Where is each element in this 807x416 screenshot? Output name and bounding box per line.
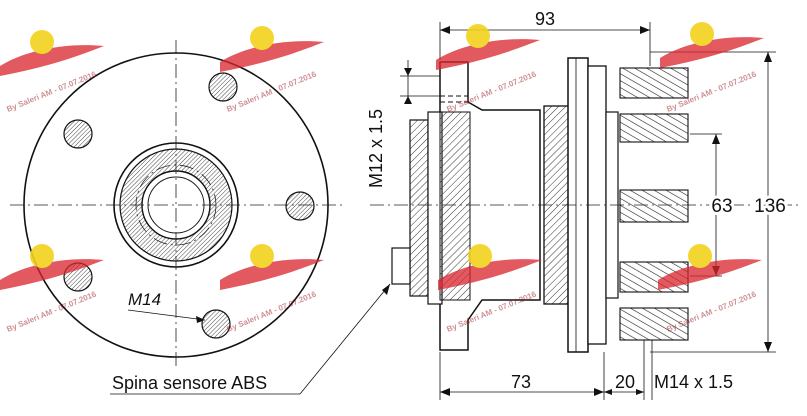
stud-length-label: 20 [615, 372, 635, 392]
watermark-text-5: By Saleri AM - 07.07.2016 [5, 289, 98, 333]
abs-leader-line [299, 283, 391, 395]
hub-length-label: 73 [511, 372, 531, 392]
dim-63-arrow-top [712, 134, 720, 144]
bolt-hole-top-right [208, 72, 238, 102]
stud-thread-side-label: M14 x 1.5 [654, 372, 733, 392]
dim-93-arrow-right [640, 26, 650, 34]
abs-leader-arrow [382, 284, 390, 295]
watermark-text-6: By Saleri AM - 07.07.2016 [225, 289, 318, 333]
dim-20-arrow-left [604, 389, 612, 395]
hub-body-hatch-left [439, 111, 471, 301]
overall-width-label: 93 [535, 9, 555, 29]
front-view: M14 [10, 40, 345, 370]
wheel-stud-middle [619, 189, 689, 223]
watermark-text-1: By Saleri AM - 07.07.2016 [5, 69, 98, 113]
watermark-logo-1 [0, 30, 104, 76]
dim-136-arrow-top [764, 52, 772, 62]
thread-top-label: M12 x 1.5 [366, 109, 386, 188]
wheel-studs [619, 67, 689, 341]
m12-arrow-top [404, 68, 412, 76]
dim-136-arrow-bottom [764, 342, 772, 352]
abs-sensor-pin [391, 247, 411, 285]
abs-ring-section [409, 119, 429, 297]
dim-20-arrow-right [636, 389, 644, 395]
abs-sensor-label: Spina sensore ABS [112, 373, 267, 393]
wheel-stud-upper [619, 113, 689, 143]
outer-dia-label: 136 [754, 196, 786, 217]
watermark-logo-6 [220, 244, 324, 290]
watermark-logo-8 [658, 244, 762, 290]
m12-arrow-bottom [404, 96, 412, 104]
wheel-stud-top [619, 67, 689, 99]
dim-73-arrow-left [440, 388, 450, 396]
watermark-logo-7 [438, 244, 542, 290]
hub-bore-circle [141, 170, 211, 240]
m14-leader-line [127, 309, 206, 321]
bolt-hole-upper-left [63, 119, 93, 149]
bolt-hole-right [285, 191, 315, 221]
wheel-stud-bottom [619, 307, 689, 341]
watermark-logo-3 [436, 24, 540, 70]
stud-thread-label: M14 [128, 290, 161, 309]
inner-dia-label: 63 [711, 196, 732, 217]
watermark-text-2: By Saleri AM - 07.07.2016 [225, 69, 318, 113]
watermark-logo-2 [220, 26, 324, 72]
bolt-hole-bottom-right [201, 309, 231, 339]
watermark-logo-5 [0, 244, 104, 290]
side-view [370, 57, 800, 353]
watermark-logo-4 [660, 22, 764, 68]
m14-leader-arrow [196, 316, 205, 323]
dim-93-arrow-left [440, 26, 450, 34]
dim-73-arrow-right [594, 388, 604, 396]
dimensions: 93 M12 x 1.5 63 136 73 20 [110, 9, 789, 400]
